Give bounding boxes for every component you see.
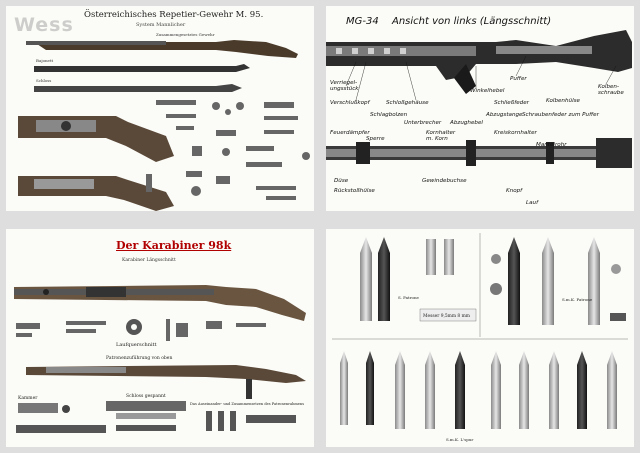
mg34-label-abzugstange: Abzugstange — [485, 112, 523, 118]
mg34-label-puffer: Puffer — [510, 76, 527, 82]
mg34-label-verriegelungsstueck: Verriegel-ungsstück — [330, 80, 359, 92]
ammo-tag: Messer 9,5mm 8 mm — [423, 314, 471, 319]
mg34-label-schliessfeder: Schließfeder — [494, 100, 530, 106]
ammo-caption-top: S. Patrone — [398, 295, 420, 300]
mg34-label-kolbenschraube: Kolben-schraube — [598, 84, 624, 96]
mg34-drawing: MG-34 Ansicht von links (Längsschnitt) V… — [326, 16, 632, 206]
mg34-label-schlagbolzen: Schlagbolzen — [370, 112, 408, 118]
k98k-caption-kammer: Kammer — [18, 395, 38, 401]
ammo-caption-bottom: S.m.K. L'spur — [446, 437, 473, 442]
mg34-label-kreiskornhalter: Kreiskornhalter — [494, 130, 538, 136]
k98k-subtitle: Karabiner Längsschnitt — [122, 257, 176, 263]
panel-mg34: MG-34 Ansicht von links (Längsschnitt) V… — [326, 6, 634, 211]
k98k-caption-zufuehrung: Patronenzuführung von oben — [106, 355, 172, 361]
steyr-drawing: Zusammengesetztes Gewehr Bajonett Schlos… — [18, 32, 310, 211]
mg34-label-abzughebel: Abzughebel — [449, 120, 483, 126]
mg34-label-unterbrecher: Unterbrecher — [404, 120, 442, 126]
ammo-caption-mid: S.m.K. Patrone — [562, 297, 593, 302]
k98k-caption-schloss: Schloss gespannt — [126, 393, 166, 399]
mg34-label-duese: Düse — [334, 178, 349, 184]
mg34-label-winkelhebel: Winkelhebel — [470, 88, 505, 94]
steyr-caption-1: Zusammengesetztes Gewehr — [156, 32, 215, 37]
panel-steyr-m95: Wess Österreichisches Repetier-Gewehr M.… — [6, 6, 314, 211]
k98k-caption-rahmen: Das Auseinander- und Zusammensetzen des … — [190, 402, 304, 406]
k98k-drawing: Karabiner Längsschnitt Laufquerschnitt P… — [14, 257, 306, 433]
steyr-title: Österreichisches Repetier-Gewehr M. 95. — [84, 10, 264, 20]
mg34-label-verschlusskopf: Verschlußkopf — [330, 100, 371, 106]
steyr-subtitle: System Mannlicher — [136, 22, 186, 28]
mg34-label-gewindebuchse: Gewindebuchse — [422, 178, 467, 184]
mg34-label-feuerdaempfer: Feuerdämpfer — [330, 130, 370, 136]
steyr-caption-3: Schloss — [36, 78, 51, 83]
panel-k98k: Der Karabiner 98k Karabiner Längsschnitt… — [6, 229, 314, 447]
mg34-label-schlossgehaeuse: Schloßgehäuse — [386, 100, 429, 106]
mg34-label-knopf: Knopf — [506, 188, 523, 194]
mg34-label-kolbenhuelse: Kolbenhülse — [546, 98, 581, 104]
ammo-drawing: S. Patrone Messer 9,5mm 8 mm S.m.K. Patr… — [332, 233, 628, 442]
panel-ammunition: S. Patrone Messer 9,5mm 8 mm S.m.K. Patr… — [326, 229, 634, 447]
mg34-subtitle: Ansicht von links (Längsschnitt) — [391, 16, 551, 27]
mg34-title: MG-34 — [346, 16, 379, 27]
steyr-caption-2: Bajonett — [36, 58, 54, 63]
mg34-label-mantelrohr: Mantelrohr — [536, 142, 567, 148]
mg34-label-sperre: Sperre — [366, 136, 385, 142]
mg34-label-lauf: Lauf — [526, 200, 539, 206]
mg34-label-rueckstossduese: Rückstoßhülse — [334, 188, 375, 194]
k98k-caption-lauf: Laufquerschnitt — [116, 342, 157, 348]
k98k-title: Der Karabiner 98k — [116, 239, 232, 252]
watermark: Wess — [14, 14, 74, 36]
mg34-label-schraubenfeder: Schraubenfeder zum Puffer — [522, 112, 600, 118]
